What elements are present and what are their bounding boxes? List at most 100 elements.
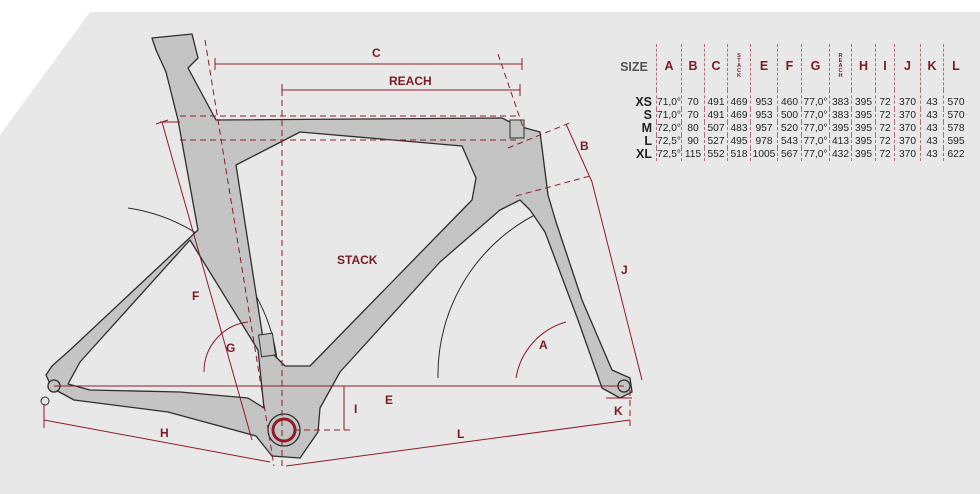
table-cell: 72,5° bbox=[656, 148, 682, 161]
front-wheel-arc bbox=[437, 209, 546, 379]
table-cell: 370 bbox=[894, 90, 921, 109]
table-cell: 518 bbox=[727, 148, 751, 161]
column-header-h: H bbox=[851, 44, 876, 90]
table-row: S 71,0° 70 491 469 953 500 77,0° 383 395… bbox=[612, 109, 968, 122]
table-cell: 383 bbox=[829, 90, 852, 109]
column-header-k: K bbox=[920, 44, 944, 90]
table-cell: 622 bbox=[943, 148, 968, 161]
table-cell: 507 bbox=[704, 122, 728, 135]
table-cell: 520 bbox=[777, 122, 802, 135]
table-cell: 395 bbox=[851, 109, 876, 122]
label-b: B bbox=[580, 139, 589, 153]
size-label: L bbox=[644, 134, 652, 148]
table-cell: 77,0° bbox=[801, 122, 830, 135]
table-cell: 72 bbox=[875, 135, 895, 148]
table-cell: 395 bbox=[851, 90, 876, 109]
table-cell: 77,0° bbox=[801, 135, 830, 148]
dim-f-line bbox=[161, 121, 253, 441]
column-header-f: F bbox=[777, 44, 802, 90]
table-cell: 90 bbox=[681, 135, 705, 148]
table-cell: 491 bbox=[704, 90, 728, 109]
table-cell: 567 bbox=[777, 148, 802, 161]
table-cell: 72,0° bbox=[656, 122, 682, 135]
table-cell: 491 bbox=[704, 109, 728, 122]
table-cell: 43 bbox=[920, 122, 944, 135]
table-cell: 953 bbox=[750, 90, 778, 109]
table-cell: 370 bbox=[894, 122, 921, 135]
head-cap bbox=[509, 119, 525, 139]
table-cell: 370 bbox=[894, 148, 921, 161]
column-header-b: B bbox=[681, 44, 705, 90]
table-cell: 72 bbox=[875, 90, 895, 109]
table-cell: 432 bbox=[829, 148, 852, 161]
table-cell: 383 bbox=[829, 109, 852, 122]
table-cell: 77,0° bbox=[801, 109, 830, 122]
table-cell: 43 bbox=[920, 135, 944, 148]
label-a: A bbox=[539, 338, 548, 352]
table-cell: 595 bbox=[943, 135, 968, 148]
frame-body bbox=[45, 33, 633, 459]
table-cell: 72,5° bbox=[656, 135, 682, 148]
table-cell: 460 bbox=[777, 90, 802, 109]
table-row: L 72,5° 90 527 495 978 543 77,0° 413 395… bbox=[612, 135, 968, 148]
label-c: C bbox=[372, 46, 381, 60]
label-l: L bbox=[457, 427, 464, 441]
table-cell: 395 bbox=[829, 122, 852, 135]
table-cell: 80 bbox=[681, 122, 705, 135]
label-g: G bbox=[226, 341, 235, 355]
table-cell: 43 bbox=[920, 90, 944, 109]
table-cell: 495 bbox=[727, 135, 751, 148]
table-cell: 77,0° bbox=[801, 148, 830, 161]
size-label: XS bbox=[635, 95, 652, 109]
label-reach: REACH bbox=[389, 74, 432, 88]
column-header-c: C bbox=[704, 44, 728, 90]
table-header-row: SIZE A B C STACK E F G REACH H I J K L bbox=[612, 44, 968, 90]
size-header: SIZE bbox=[620, 59, 648, 74]
table-cell: 395 bbox=[851, 135, 876, 148]
table-cell: 1005 bbox=[750, 148, 778, 161]
size-label: S bbox=[643, 108, 652, 122]
table-cell: 469 bbox=[727, 109, 751, 122]
table-cell: 70 bbox=[681, 109, 705, 122]
dim-g-arc bbox=[203, 321, 249, 373]
label-f: F bbox=[192, 289, 199, 303]
label-stack: STACK bbox=[337, 253, 378, 267]
column-header-stack: STACK bbox=[727, 44, 751, 90]
dim-l-line bbox=[285, 419, 631, 467]
table-cell: 500 bbox=[777, 109, 802, 122]
label-h: H bbox=[160, 426, 169, 440]
table-cell: 72 bbox=[875, 109, 895, 122]
table-cell: 77,0° bbox=[801, 90, 830, 109]
table-cell: 395 bbox=[851, 148, 876, 161]
label-i: I bbox=[354, 402, 357, 416]
column-header-i: I bbox=[875, 44, 895, 90]
table-row: M 72,0° 80 507 483 957 520 77,0° 395 395… bbox=[612, 122, 968, 135]
table-cell: 543 bbox=[777, 135, 802, 148]
table-cell: 395 bbox=[851, 122, 876, 135]
dim-h-line bbox=[43, 419, 271, 463]
table-cell: 370 bbox=[894, 109, 921, 122]
table-cell: 370 bbox=[894, 135, 921, 148]
column-header-l: L bbox=[943, 44, 968, 90]
column-header-j: J bbox=[894, 44, 921, 90]
table-cell: 957 bbox=[750, 122, 778, 135]
size-label: XL bbox=[636, 147, 652, 161]
dim-a-arc bbox=[515, 321, 567, 379]
table-cell: 552 bbox=[704, 148, 728, 161]
geometry-table: SIZE A B C STACK E F G REACH H I J K L X… bbox=[612, 44, 968, 161]
table-cell: 527 bbox=[704, 135, 728, 148]
table-cell: 953 bbox=[750, 109, 778, 122]
table-cell: 71,0° bbox=[656, 90, 682, 109]
table-cell: 71,0° bbox=[656, 109, 682, 122]
column-header-a: A bbox=[656, 44, 682, 90]
table-cell: 70 bbox=[681, 90, 705, 109]
table-cell: 413 bbox=[829, 135, 852, 148]
table-cell: 570 bbox=[943, 109, 968, 122]
table-row: XS 71,0° 70 491 469 953 460 77,0° 383 39… bbox=[612, 90, 968, 109]
column-header-e: E bbox=[750, 44, 778, 90]
table-cell: 72 bbox=[875, 148, 895, 161]
dim-b-line bbox=[565, 123, 593, 183]
rear-hanger bbox=[40, 396, 50, 406]
